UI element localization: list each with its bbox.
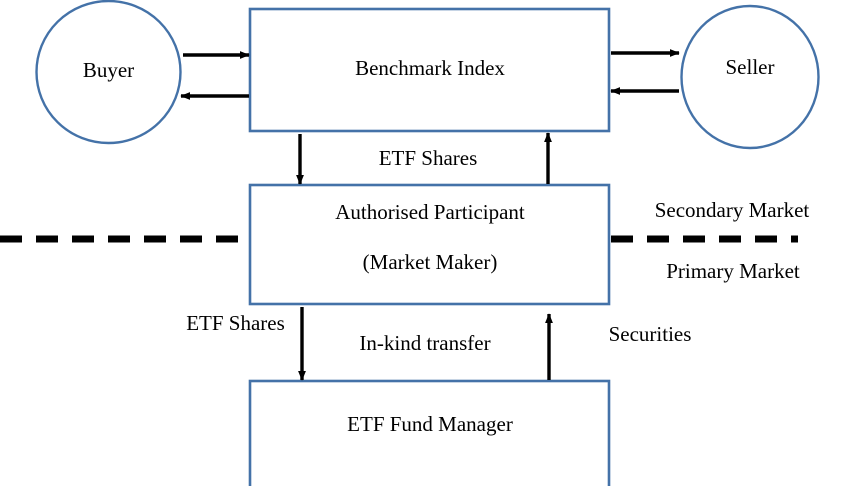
region-label-secondary-market: Secondary Market [654, 198, 810, 222]
node-authorised-participant-box[interactable] [248, 183, 611, 306]
node-buyer-circle[interactable] [35, 0, 182, 145]
edge-label-etf-shares-primary: ETF Shares [186, 311, 285, 335]
edge-label-etf-shares-secondary: ETF Shares [378, 146, 478, 170]
region-label-primary-market: Primary Market [666, 259, 800, 283]
node-benchmark-index-box[interactable] [248, 7, 611, 133]
edge-label-securities: Securities [608, 322, 692, 346]
edge-label-in-kind-transfer: In-kind transfer [359, 331, 491, 355]
node-seller-circle[interactable] [680, 4, 820, 150]
node-etf-fund-manager-box[interactable] [248, 379, 611, 486]
